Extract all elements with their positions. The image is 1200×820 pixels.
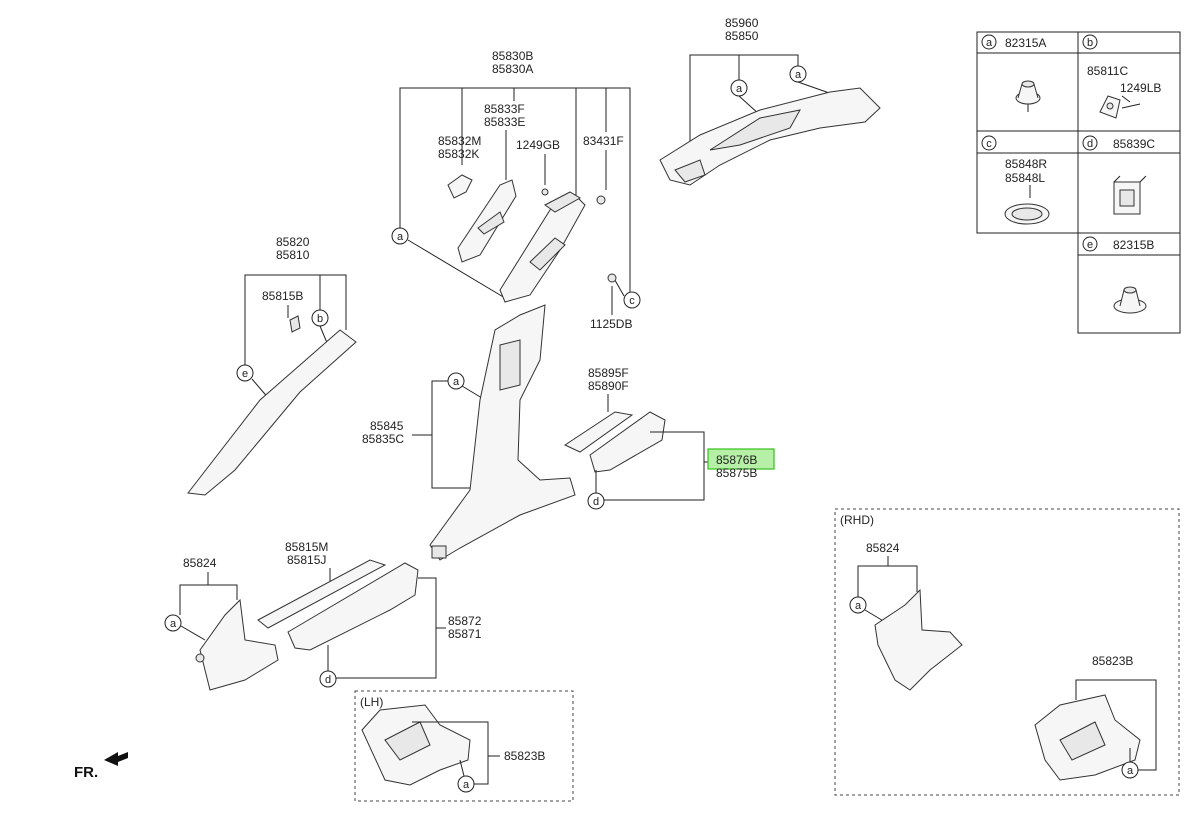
callout-a: a — [397, 231, 404, 243]
callout-a: a — [170, 618, 177, 630]
label-85830b: 85830B — [492, 49, 533, 63]
label-85833e: 85833E — [484, 115, 525, 129]
label-1125db: 1125DB — [590, 317, 632, 331]
label-85824: 85824 — [183, 556, 217, 570]
legend-c-part-1: 85848R — [1005, 157, 1047, 171]
pillar-trim-85830 — [499, 194, 586, 303]
clip-82315a-icon — [1015, 80, 1041, 112]
label-85833f: 85833F — [484, 102, 525, 116]
label-83431f: 83431F — [583, 134, 624, 148]
legend-d-part: 85839C — [1113, 137, 1155, 151]
scuff-plate-85872 — [287, 562, 419, 651]
callout-b: b — [317, 313, 323, 325]
rear-scuff-assembly: 85895F 85890F d 85876B 85875B — [563, 366, 775, 510]
legend-b-part-1: 85811C — [1087, 64, 1128, 78]
highlight-box-85876b — [707, 448, 775, 470]
front-pillar-assembly: 85820 85810 85815B b e — [187, 235, 357, 496]
callout-e: e — [242, 368, 248, 380]
lh-label: (LH) — [360, 695, 383, 709]
label-85895f: 85895F — [588, 366, 629, 380]
clip-82315b-icon — [1113, 286, 1147, 314]
label-85871: 85871 — [448, 627, 482, 641]
legend-c-circle — [981, 135, 997, 151]
label-85810: 85810 — [276, 248, 310, 262]
front-pillar-trim — [187, 329, 357, 496]
label-85815j: 85815J — [287, 553, 326, 567]
label-85876b: 85876B — [716, 453, 757, 467]
label-85820: 85820 — [276, 235, 310, 249]
rhd-cowl-side-trim — [874, 588, 963, 691]
airbag-badge-icon — [1004, 203, 1050, 225]
scuff-plate-85876 — [589, 411, 666, 473]
label-85875b: 85875B — [716, 466, 757, 480]
label-85830a: 85830A — [492, 62, 533, 76]
label-85815m: 85815M — [285, 540, 328, 554]
legend-c-part-2: 85848L — [1005, 171, 1045, 185]
legend-b-part-2: 1249LB — [1120, 81, 1161, 95]
callout-d: d — [593, 496, 599, 508]
label-85823b-rhd: 85823B — [1092, 654, 1133, 668]
callout-c: c — [629, 295, 635, 307]
front-arrow-icon — [104, 752, 128, 766]
label-85845: 85845 — [370, 419, 404, 433]
rear-pillar-assembly: 85960 85850 a a — [659, 16, 881, 186]
legend-table: a 82315A b 85811C 1249LB c 85848R 85848L — [976, 31, 1181, 334]
label-85832k: 85832K — [438, 147, 479, 161]
label-85890f: 85890F — [588, 379, 629, 393]
callout-a: a — [453, 376, 460, 388]
label-85850: 85850 — [725, 29, 759, 43]
rhd-label: (RHD) — [840, 513, 874, 527]
legend-b-letter: b — [1087, 37, 1093, 49]
legend-a-part: 82315A — [1005, 36, 1046, 50]
label-85832m: 85832M — [438, 134, 481, 148]
front-direction-marker: FR. — [74, 752, 128, 781]
label-1249gb: 1249GB — [516, 138, 560, 152]
rhd-section: (RHD) 85824 a 85823B a — [834, 508, 1180, 796]
cowl-side-assembly: 85824 a — [164, 556, 279, 691]
legend-b-circle — [1082, 34, 1098, 50]
legend-c-letter: c — [986, 138, 992, 150]
callout-a: a — [855, 600, 862, 612]
label-85815b: 85815B — [262, 289, 303, 303]
callout-a: a — [795, 69, 802, 81]
legend-e-circle — [1082, 236, 1098, 252]
center-pillar-lower-assembly: 85845 85835C a — [362, 304, 576, 561]
lh-section: (LH) 85823B a — [354, 690, 574, 802]
legend-d-circle — [1082, 135, 1098, 151]
scuff-strip-85895 — [563, 411, 634, 453]
legend-e-part: 82315B — [1113, 238, 1154, 252]
label-85872: 85872 — [448, 614, 482, 628]
callout-a: a — [736, 83, 743, 95]
center-pillar-lower-trim — [429, 304, 576, 561]
legend-e-letter: e — [1087, 239, 1093, 251]
label-85835c: 85835C — [362, 432, 404, 446]
legend-a-letter: a — [986, 37, 993, 49]
callout-d: d — [325, 674, 331, 686]
fr-label: FR. — [74, 764, 98, 781]
label-85823b-lh: 85823B — [504, 749, 545, 763]
scuff-strip-85815 — [257, 559, 387, 629]
clip-85811c-icon — [1099, 95, 1141, 119]
front-scuff-assembly: 85815M 85815J 85872 85871 d — [257, 540, 482, 688]
label-85960: 85960 — [725, 16, 759, 30]
callout-a: a — [463, 779, 470, 791]
legend-d-letter: d — [1087, 138, 1093, 150]
cowl-side-trim — [199, 598, 279, 691]
clip-85832 — [447, 174, 473, 199]
rear-pillar-trim — [659, 87, 881, 186]
label-85824-rhd: 85824 — [866, 541, 900, 555]
center-pillar-upper-assembly: 85830B 85830A 85833F 85833E 85832M 85832… — [391, 49, 641, 331]
callout-a: a — [1127, 765, 1134, 777]
legend-a-circle — [981, 34, 997, 50]
clip-85839c-icon — [1113, 175, 1147, 215]
